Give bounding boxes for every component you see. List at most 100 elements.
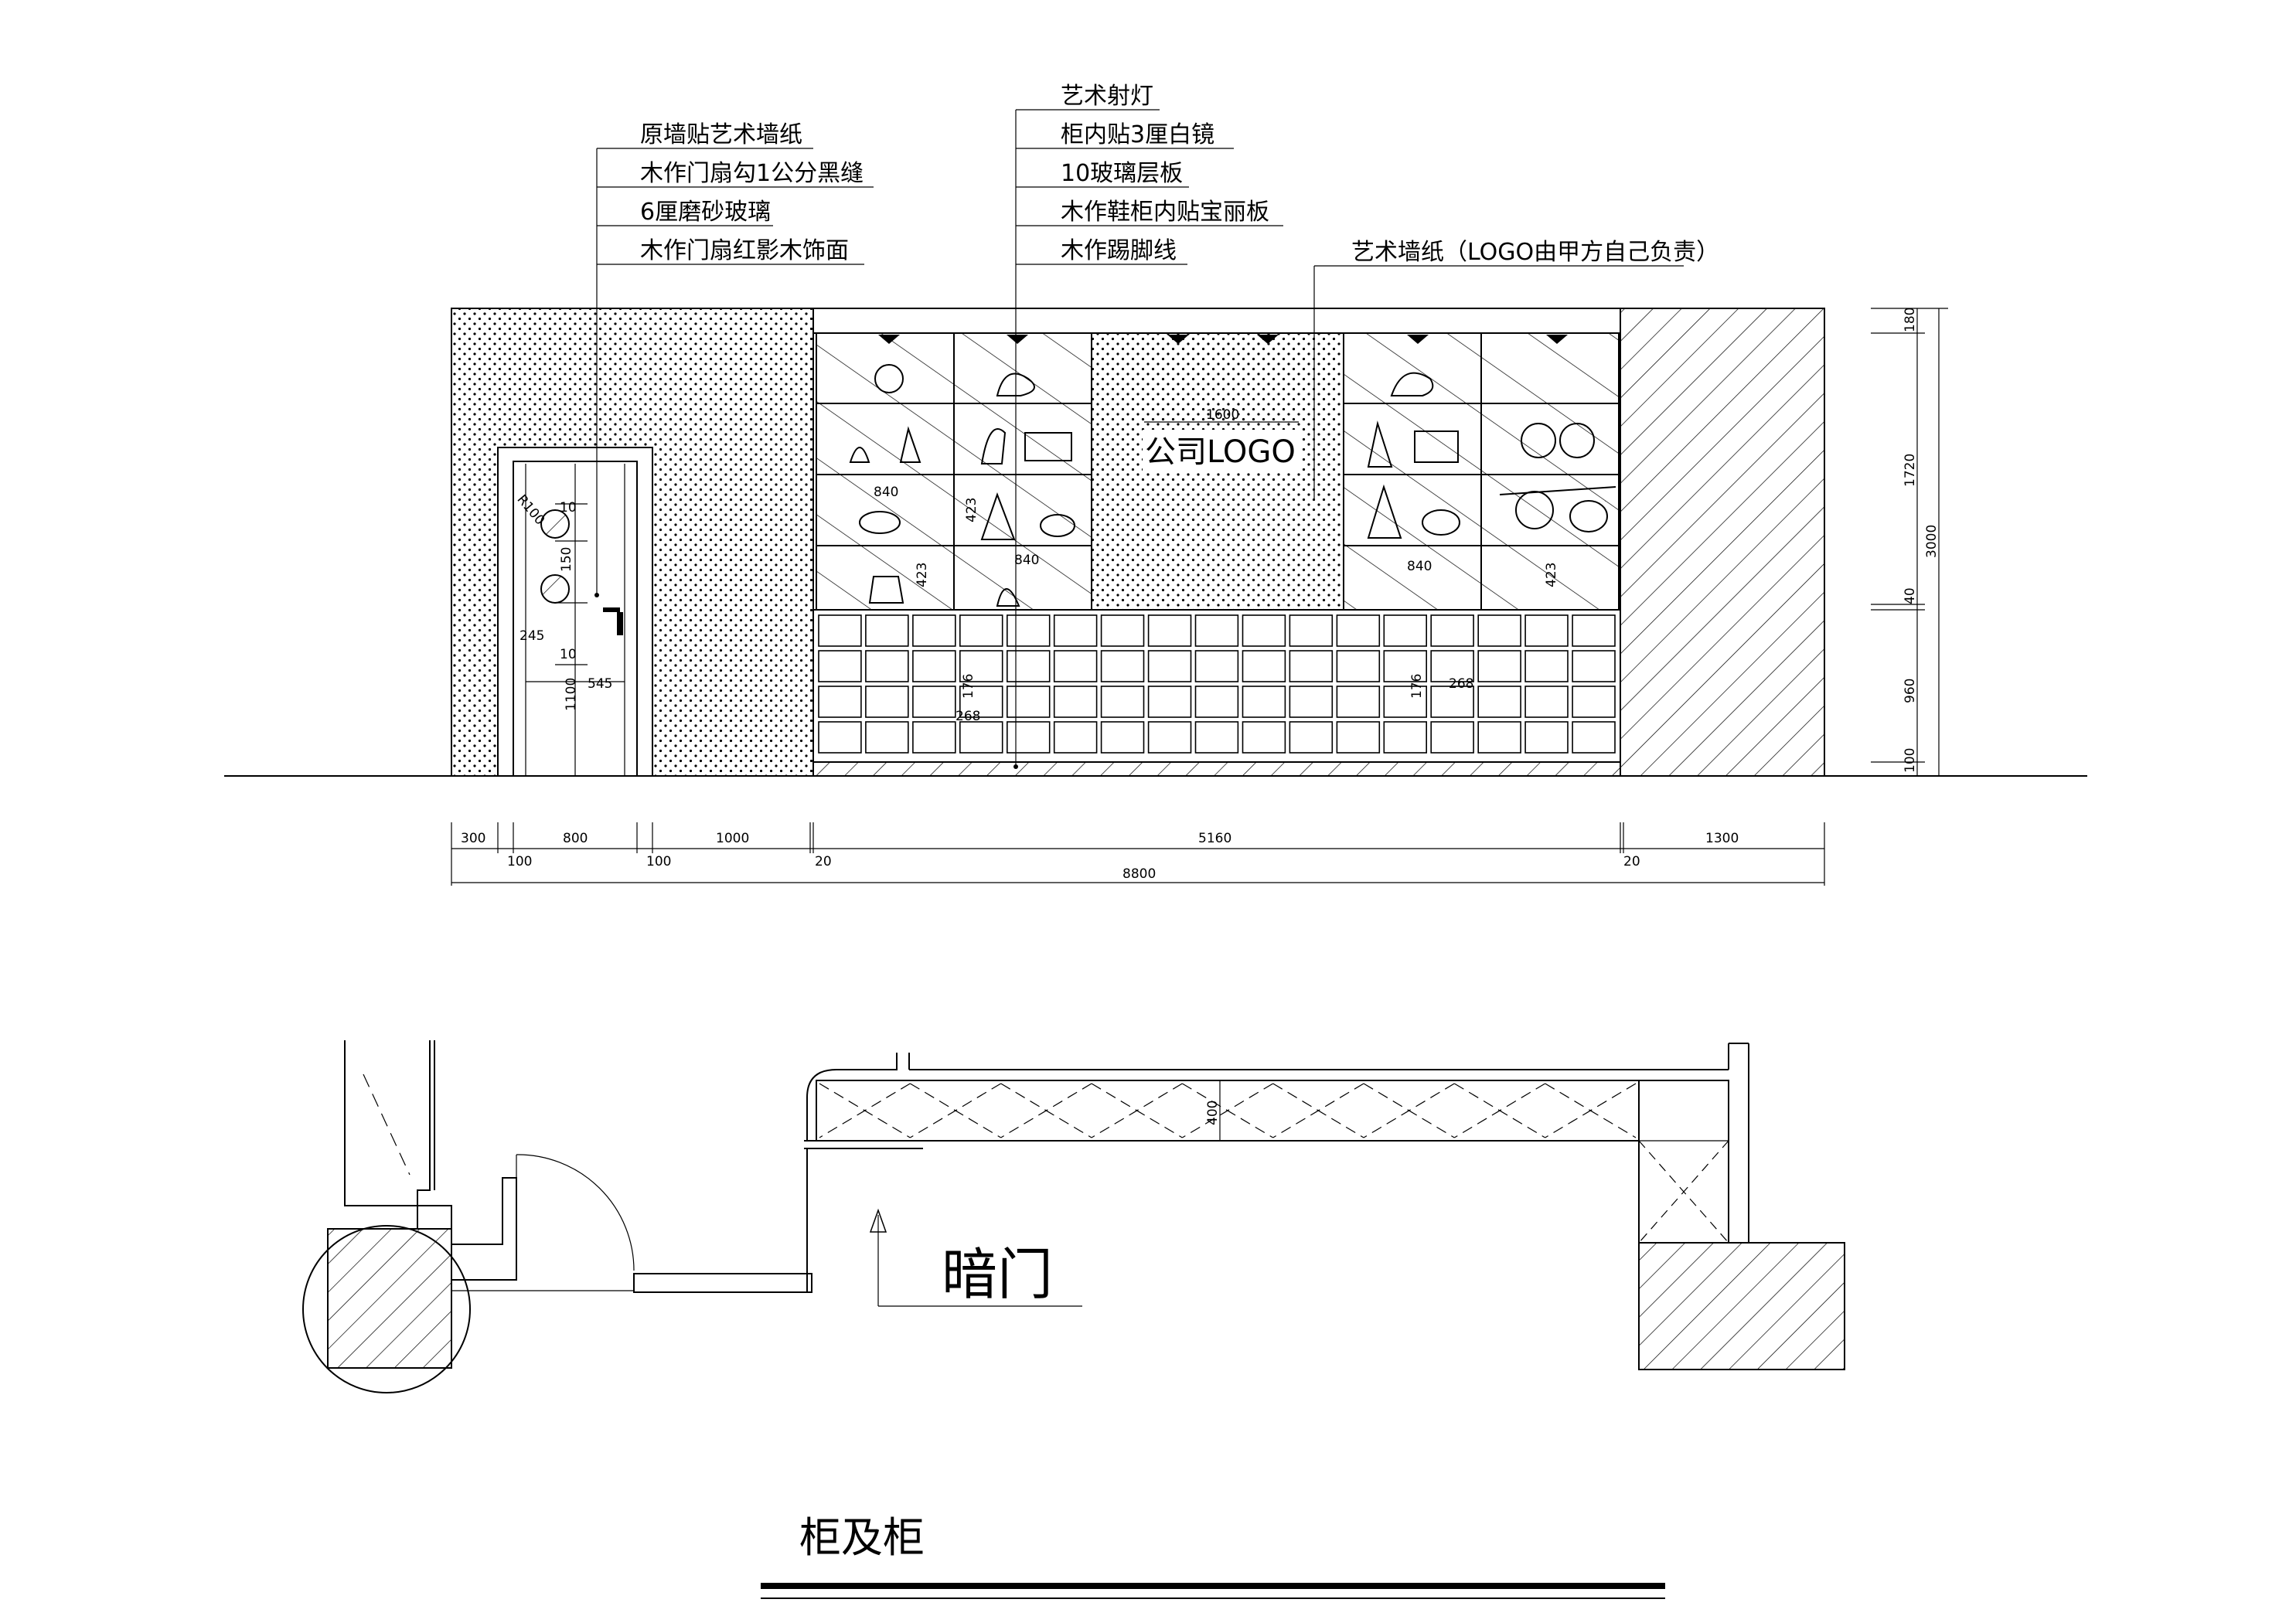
door-dim-245: 245 — [519, 628, 544, 644]
plan-detail-circle — [302, 1225, 471, 1393]
dim-423b: 423 — [964, 498, 979, 522]
shoe-cabinet-door — [865, 721, 909, 754]
right-dimension-chain — [1871, 308, 1948, 777]
plan-dim-400: 400 — [1205, 1101, 1221, 1125]
dim-840b: 840 — [1014, 553, 1039, 568]
cabinet-top-soffit — [812, 308, 1621, 334]
callout-frosted-glass: 6厘磨砂玻璃 — [640, 199, 771, 226]
shoe-cabinet-door — [1383, 614, 1428, 647]
shoe-cabinet-door — [912, 650, 956, 682]
shoe-cabinet-door — [1430, 650, 1474, 682]
bottom-dim-100b: 100 — [646, 854, 671, 869]
display-cabinet-right — [1343, 332, 1620, 611]
shoe-cabinet-door — [818, 614, 862, 647]
elevation-drawing: R100 10 150 245 10 1100 545 — [224, 83, 2087, 886]
shoe-cabinet-door — [1383, 721, 1428, 754]
door-dim-1100: 1100 — [564, 678, 579, 711]
shoe-cabinet-door — [1336, 650, 1381, 682]
shoe-cabinet-door — [1524, 721, 1569, 754]
shoe-cabinet-door — [1147, 686, 1192, 718]
display-cabinet-left — [816, 332, 1092, 611]
plan-cabinet-cross-line — [1091, 1083, 1183, 1138]
dim-840a: 840 — [874, 485, 898, 500]
dim-176a: 176 — [961, 674, 976, 699]
shoe-cabinet-door — [818, 650, 862, 682]
shoe-cabinet-door — [1194, 614, 1239, 647]
shoe-cabinet-door — [1336, 686, 1381, 718]
dim-423a: 423 — [915, 563, 930, 587]
shoe-cabinet-door — [1147, 614, 1192, 647]
shoe-cabinet-door — [1100, 721, 1145, 754]
art-spotlights — [878, 335, 1568, 344]
shoe-cabinet-door — [1242, 721, 1286, 754]
shoe-cabinet-door — [818, 686, 862, 718]
shoe-cabinet-door — [1242, 614, 1286, 647]
shoe-cabinet-door — [1477, 650, 1521, 682]
shoe-cabinet-door — [912, 721, 956, 754]
plan-cabinet-cross-line — [1272, 1083, 1364, 1138]
right-dim-100: 100 — [1903, 748, 1918, 773]
shoe-cabinet-door — [1336, 721, 1381, 754]
shoe-cabinet-door — [1007, 650, 1051, 682]
shoe-cabinet-door — [959, 721, 1003, 754]
shoe-cabinet-door — [865, 650, 909, 682]
shoe-cabinet-grid — [818, 614, 1616, 754]
right-dim-960: 960 — [1903, 679, 1918, 703]
shoe-cabinet-door — [912, 614, 956, 647]
shoe-cabinet-door — [818, 721, 862, 754]
shoe-cabinet-door — [1194, 721, 1239, 754]
shoe-cabinet-door — [1430, 614, 1474, 647]
shoe-cabinet-door — [1572, 686, 1616, 718]
shoe-cabinet-door — [865, 614, 909, 647]
dim-423c: 423 — [1544, 563, 1559, 587]
shoe-cabinet-door — [1524, 686, 1569, 718]
skirting-board — [812, 761, 1621, 777]
shoe-cabinet-door — [1289, 686, 1334, 718]
shoe-cabinet-door — [1100, 650, 1145, 682]
shoe-cabinet-door — [1289, 721, 1334, 754]
plan-cabinet-crosses — [819, 1083, 1637, 1138]
shoe-cabinet-door — [1572, 721, 1616, 754]
shoe-cabinet-door — [865, 686, 909, 718]
bottom-dim-20a: 20 — [815, 854, 832, 869]
door-dim-10b: 10 — [560, 647, 577, 662]
shoe-cabinet-door — [1477, 614, 1521, 647]
door-frosted-glass-upper — [540, 509, 570, 539]
shoe-cabinet-door — [1242, 686, 1286, 718]
shoe-cabinet-door — [1289, 650, 1334, 682]
shoe-cabinet-door — [1053, 686, 1098, 718]
shoe-cabinet-door — [912, 686, 956, 718]
shoe-cabinet-door — [1100, 686, 1145, 718]
shoe-cabinet-door — [1194, 686, 1239, 718]
shoe-cabinet-door — [1007, 614, 1051, 647]
shoe-cabinet-door — [1430, 721, 1474, 754]
drawing-title: 柜及柜 — [799, 1513, 925, 1562]
shoe-cabinet-door — [1383, 650, 1428, 682]
right-wall-column — [1620, 308, 1825, 777]
plan-cabinet-cross-line — [1545, 1083, 1637, 1138]
door-dim-10a: 10 — [560, 500, 577, 515]
door-dim-545: 545 — [588, 676, 612, 692]
shoe-cabinet-door — [959, 614, 1003, 647]
shoe-cabinet-door — [1194, 650, 1239, 682]
plan-cabinet-cross-line — [1453, 1083, 1546, 1138]
shoe-cabinet-door — [1430, 686, 1474, 718]
bottom-dim-800: 800 — [563, 831, 588, 846]
dim-176b: 176 — [1409, 674, 1425, 699]
callout-mirror: 柜内贴3厘白镜 — [1061, 121, 1214, 148]
callout-leaders — [594, 109, 1684, 769]
callout-door-veneer: 木作门扇红影木饰面 — [640, 237, 849, 264]
plan-right-column — [1638, 1242, 1845, 1370]
callout-wallpaper: 原墙贴艺术墙纸 — [640, 121, 802, 148]
shoe-cabinet-door — [1007, 686, 1051, 718]
bottom-dim-8800: 8800 — [1122, 866, 1156, 882]
shoe-cabinet-door — [1007, 721, 1051, 754]
shoe-cabinet-door — [959, 686, 1003, 718]
callout-skirting: 木作踢脚线 — [1061, 237, 1177, 264]
shoe-cabinet-door — [1572, 614, 1616, 647]
shoe-cabinet-door — [1383, 686, 1428, 718]
bottom-dim-1300: 1300 — [1705, 831, 1739, 846]
dim-268a: 268 — [956, 709, 980, 724]
shoe-cabinet-door — [1147, 721, 1192, 754]
right-dim-180: 180 — [1903, 308, 1918, 332]
